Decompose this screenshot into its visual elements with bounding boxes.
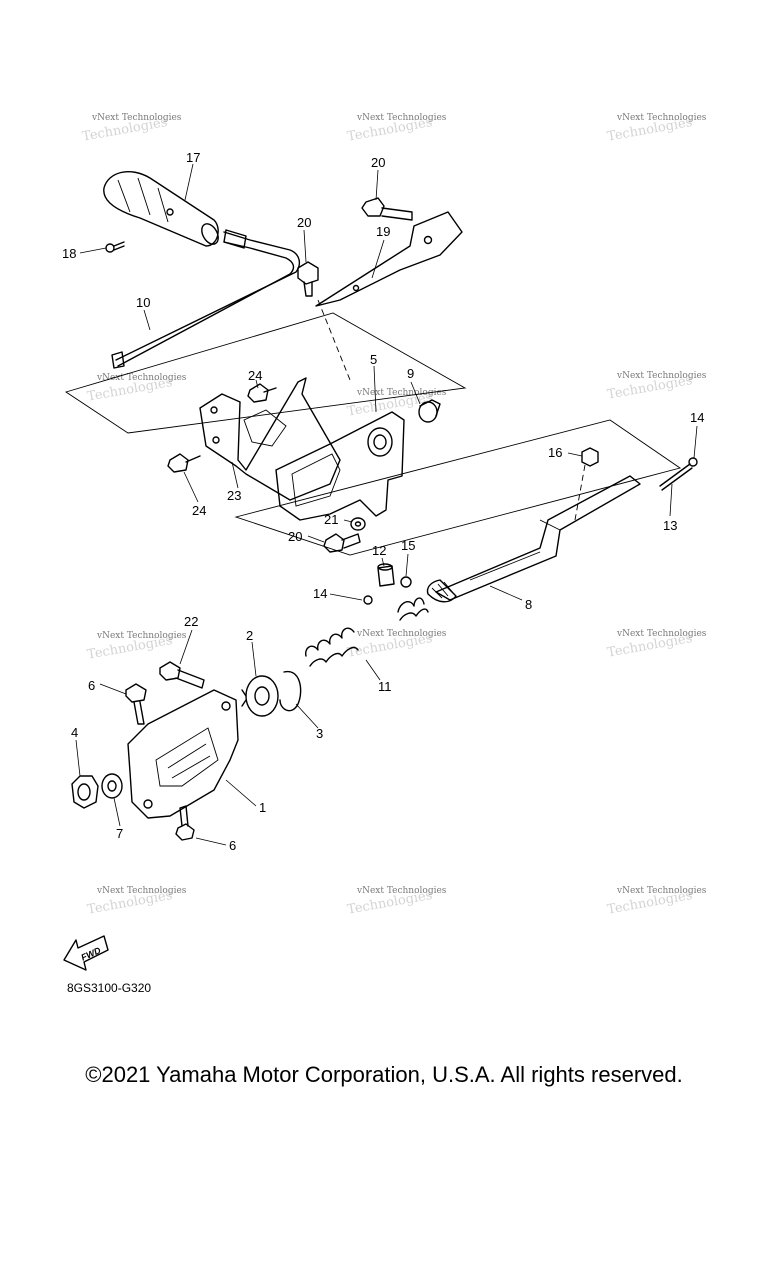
fwd-label: FWD	[79, 945, 102, 963]
leader-lines	[75, 163, 698, 846]
callout-21: 21	[324, 512, 338, 527]
part-10-rod	[111, 229, 301, 369]
part-14-clip-b	[363, 595, 373, 605]
callout-20: 20	[371, 155, 385, 170]
diagram-code: 8GS3100-G320	[67, 981, 152, 995]
part-2-bearing	[241, 675, 279, 717]
watermark: vNext Technologies	[356, 388, 447, 398]
callout-20: 20	[288, 529, 302, 544]
reference-planes	[64, 299, 682, 556]
part-6-bolt-b	[175, 805, 195, 841]
callout-17: 17	[186, 150, 200, 165]
watermark: vNext Technologies	[616, 113, 707, 123]
callout-4: 4	[71, 725, 78, 740]
part-11-spring	[304, 597, 429, 667]
callout-23: 23	[227, 488, 241, 503]
part-8-shaft	[426, 475, 641, 603]
part-24-bolt-a	[247, 383, 277, 403]
watermark: vNext Technologies	[96, 373, 187, 383]
assembly-line	[574, 464, 586, 521]
part-24-bolt-b	[167, 453, 201, 473]
callout-5: 5	[370, 352, 377, 367]
part-7-washer	[101, 773, 123, 799]
part-6-bolt-a	[125, 683, 147, 725]
part-1-housing	[127, 689, 239, 819]
part-16-nut	[581, 447, 599, 467]
watermark: vNext Technologies	[356, 113, 447, 123]
callout-19: 19	[376, 224, 390, 239]
callout-14: 14	[690, 410, 704, 425]
part-14-clip-a	[688, 457, 698, 467]
part-20-bolt-b	[297, 261, 319, 297]
watermark: vNext Technologies	[616, 886, 707, 896]
callout-12: 12	[372, 543, 386, 558]
callout-1: 1	[259, 800, 266, 815]
callout-11: 11	[378, 679, 392, 694]
callout-14: 14	[313, 586, 327, 601]
assembly-line	[317, 299, 351, 381]
callout-16: 16	[548, 445, 562, 460]
callout-7: 7	[116, 826, 123, 841]
callout-22: 22	[184, 614, 198, 629]
upper-plane	[64, 312, 467, 434]
part-5-cover	[275, 411, 405, 521]
callout-24: 24	[192, 503, 206, 518]
callout-15: 15	[401, 538, 415, 553]
callout-18: 18	[62, 246, 76, 261]
part-12-pin	[377, 563, 395, 587]
callout-6: 6	[229, 838, 236, 853]
part-18-screw	[105, 241, 125, 253]
callout-9: 9	[407, 366, 414, 381]
watermark: vNext Technologies	[356, 886, 447, 896]
callout-20: 20	[297, 215, 311, 230]
lower-plane	[234, 419, 682, 556]
watermark: vNext Technologies	[96, 886, 187, 896]
callout-24: 24	[248, 368, 262, 383]
part-20-bolt-a	[361, 197, 413, 221]
watermark: vNext Technologies	[616, 629, 707, 639]
part-15-washer	[400, 576, 412, 588]
callout-10: 10	[136, 295, 150, 310]
callout-6: 6	[88, 678, 95, 693]
callout-3: 3	[316, 726, 323, 741]
part-9-bushing	[418, 399, 441, 423]
watermark: vNext Technologies	[91, 113, 182, 123]
watermark: vNext Technologies	[616, 371, 707, 381]
part-21-washer	[350, 517, 366, 531]
callout-8: 8	[525, 597, 532, 612]
part-23-bracket	[199, 377, 341, 501]
callouts: 17 20 19 18 20 10 5 9 24 14 16 23 24 13 …	[62, 150, 704, 853]
part-17-grip	[103, 170, 219, 247]
watermark: vNext Technologies	[96, 631, 187, 641]
copyright-notice: ©2021 Yamaha Motor Corporation, U.S.A. A…	[85, 1062, 683, 1087]
watermark: vNext Technologies	[356, 629, 447, 639]
part-3-circlip	[279, 670, 302, 712]
part-22-bolt	[159, 661, 205, 689]
part-4-nut	[71, 775, 99, 809]
callout-13: 13	[663, 518, 677, 533]
fwd-arrow-icon: FWD	[63, 935, 109, 971]
callout-2: 2	[246, 628, 253, 643]
part-19-bracket	[315, 211, 463, 307]
part-20-bolt-c	[323, 533, 361, 553]
part-13-pin	[659, 463, 693, 491]
